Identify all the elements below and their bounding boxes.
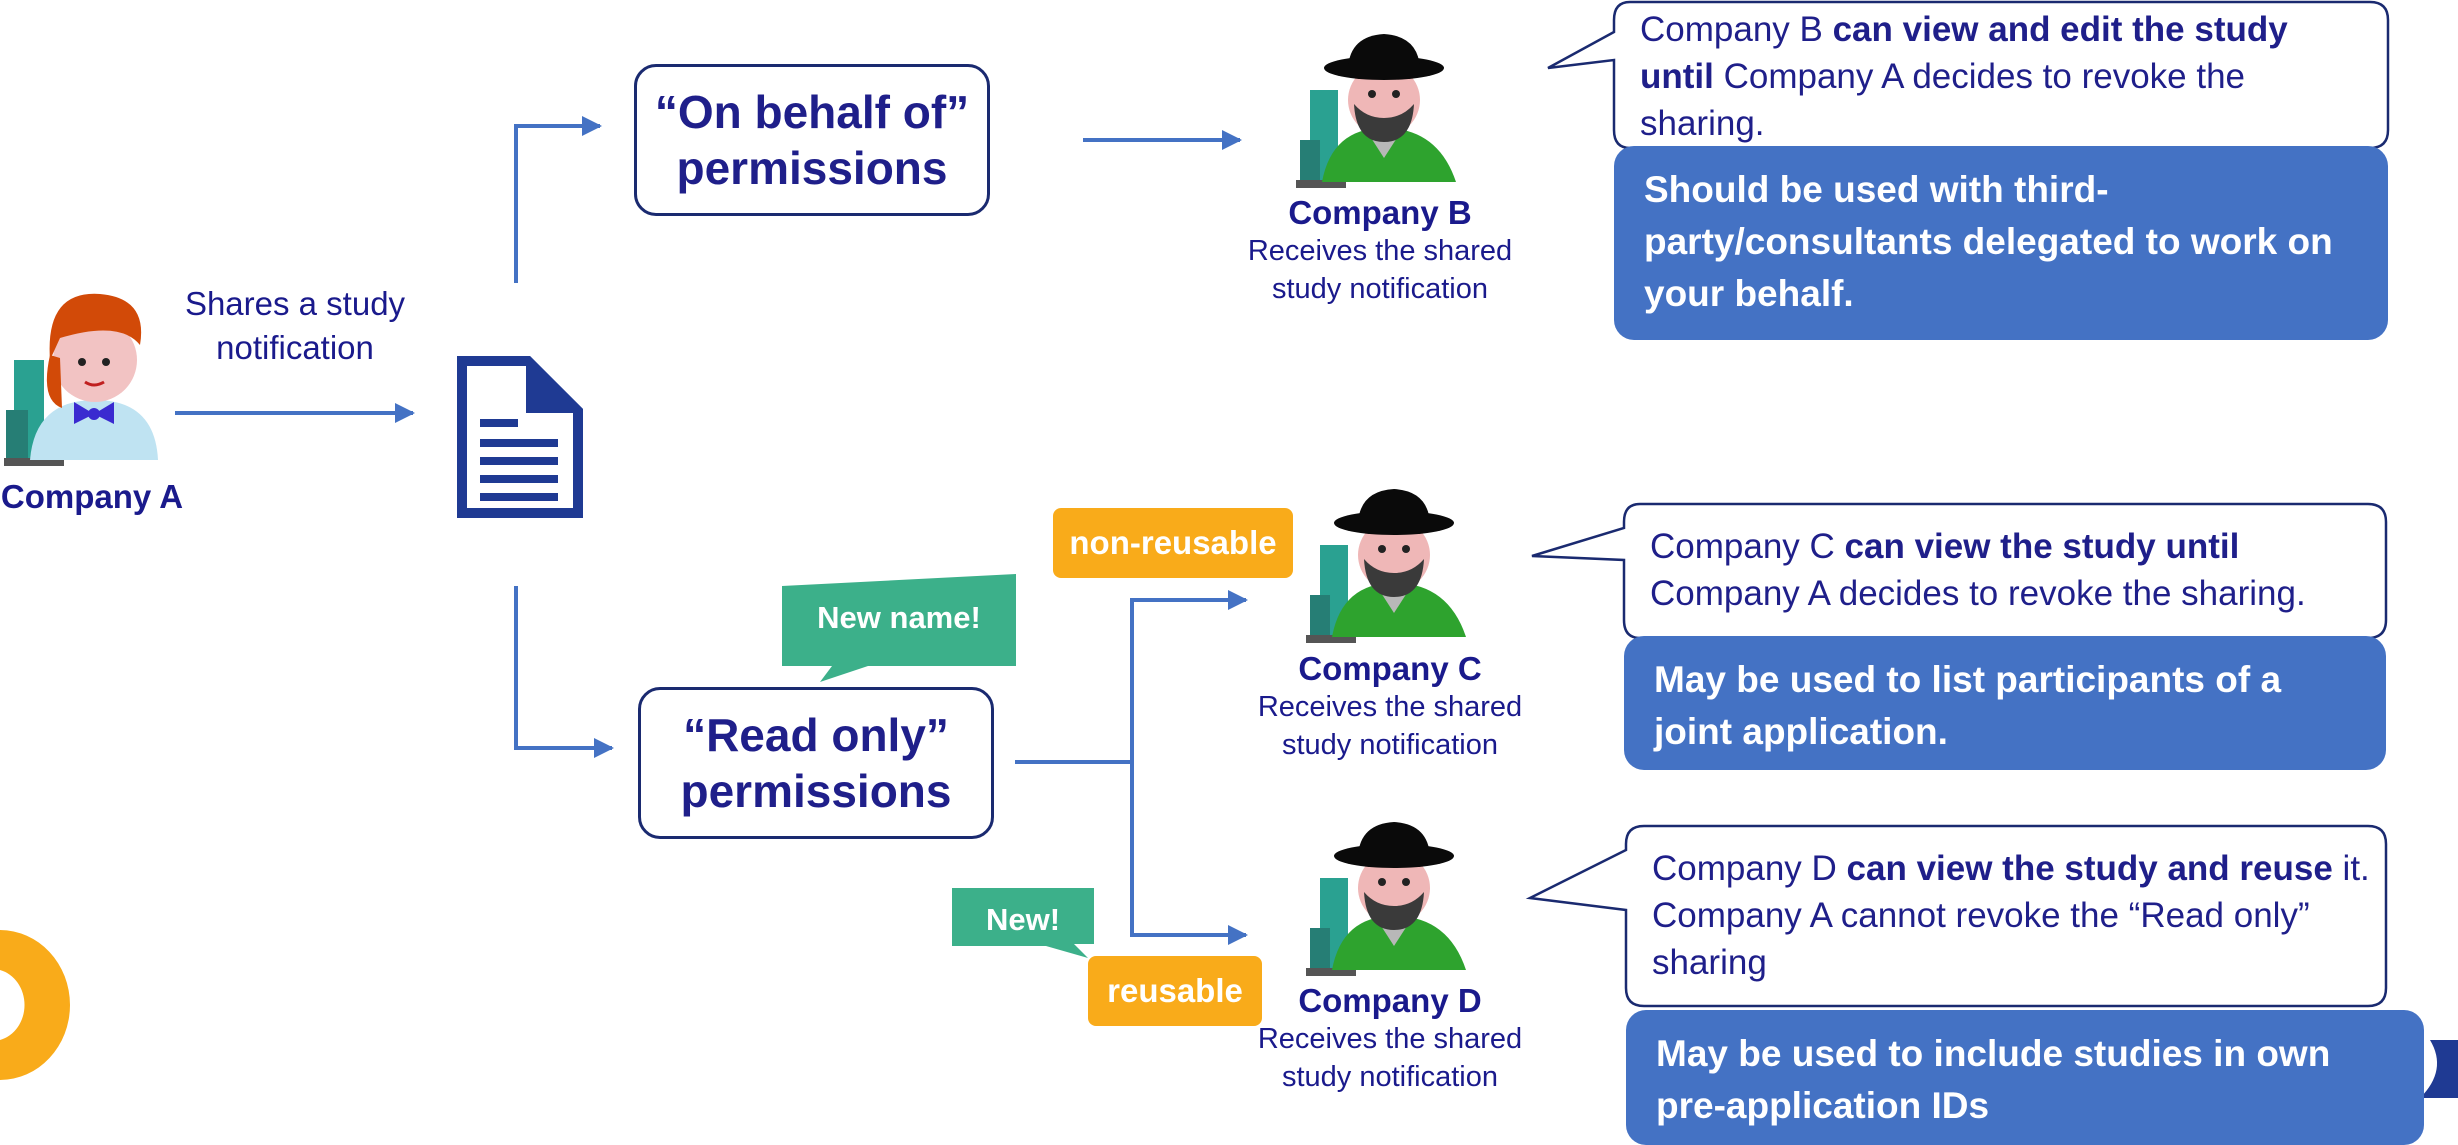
company-c-usage-box: May be used to list participants of a jo… [1624, 636, 2386, 770]
company-d-label: Company D Receives the shared study noti… [1240, 982, 1540, 1096]
on-behalf-permissions-box: “On behalf of” permissions [634, 64, 990, 216]
share-label-line2: notification [216, 329, 374, 366]
read-only-line2: permissions [680, 765, 952, 817]
company-d-avatar [1306, 822, 1466, 976]
non-reusable-badge: non-reusable [1053, 508, 1293, 578]
corner-ring-decoration [0, 930, 70, 1080]
company-c-name: Company C [1298, 650, 1482, 687]
company-d-sub1: Receives the shared [1257, 1023, 1523, 1055]
company-c-callout-t2: can view the study until [1844, 527, 2240, 566]
new-tag-shape [952, 888, 1094, 958]
company-d-callout-t4: Company A cannot revoke the “Read only” [1652, 896, 2310, 935]
document-icon [457, 356, 583, 518]
company-a-avatar [4, 293, 158, 466]
company-b-sub1: Receives the shared [1247, 235, 1513, 267]
company-b-usage-line3: your behalf. [1644, 273, 1854, 314]
company-d-callout: Company D can view the study and reuse i… [1652, 845, 2382, 986]
company-d-callout-t3: it. [2332, 849, 2370, 888]
company-c-label: Company C Receives the shared study noti… [1240, 650, 1540, 764]
company-c-sub1: Receives the shared [1257, 691, 1523, 723]
company-b-callout: Company B can view and edit the study un… [1640, 6, 2380, 147]
company-d-usage-box: May be used to include studies in own pr… [1626, 1010, 2424, 1145]
company-b-name: Company B [1288, 194, 1472, 231]
company-b-label: Company B Receives the shared study noti… [1230, 194, 1530, 308]
company-c-callout-t3: Company A decides to revoke the sharing. [1650, 574, 2306, 613]
company-b-sub2: study notification [1271, 273, 1488, 305]
callout-d-outline [1525, 824, 2388, 1008]
new-name-tag: New name! [817, 600, 981, 635]
on-behalf-line1: “On behalf of” [654, 86, 970, 138]
company-b-callout-t3: until [1640, 57, 1714, 96]
company-b-usage-line1: Should be used with third- [1644, 169, 2109, 210]
reusable-badge: reusable [1088, 956, 1262, 1026]
on-behalf-line2: permissions [676, 142, 948, 194]
company-b-callout-t4: Company A decides to revoke the [1713, 57, 2246, 96]
arrow-to-read-only [514, 586, 614, 758]
company-d-callout-t2: can view the study and reuse [1846, 849, 2333, 888]
company-c-avatar [1306, 489, 1466, 643]
new-tag: New! [985, 902, 1061, 937]
company-b-usage-line2: party/consultants delegated to work on [1644, 221, 2333, 262]
share-label-line1: Shares a study [184, 285, 406, 322]
company-b-callout-t5: sharing. [1640, 104, 1765, 143]
company-b-usage-box: Should be used with third- party/consult… [1614, 146, 2388, 340]
arrow-to-on-behalf [514, 116, 602, 283]
arrow-to-company-c [1130, 590, 1248, 762]
company-d-usage-line2: pre-application IDs [1656, 1085, 1990, 1126]
company-d-callout-t5: sharing [1652, 943, 1767, 982]
share-label: Shares a study notification [160, 282, 430, 370]
company-a-name: Company A [0, 478, 184, 515]
read-only-line1: “Read only” [683, 709, 949, 761]
company-c-usage-line2: joint application. [1654, 711, 1948, 752]
arrow-to-company-d [1130, 762, 1248, 945]
company-d-sub2: study notification [1281, 1061, 1498, 1093]
company-b-callout-t2: can view and edit the study [1832, 10, 2288, 49]
company-c-callout: Company C can view the study until Compa… [1650, 523, 2380, 617]
company-c-sub2: study notification [1281, 729, 1498, 761]
company-c-usage-line1: May be used to list participants of a [1654, 659, 2282, 700]
company-d-callout-t1: Company D [1652, 849, 1847, 888]
company-d-usage-line1: May be used to include studies in own [1656, 1033, 2331, 1074]
new-name-tag-shape [782, 574, 1016, 682]
company-d-name: Company D [1298, 982, 1482, 1019]
company-b-callout-t1: Company B [1640, 10, 1833, 49]
read-only-permissions-box: “Read only” permissions [638, 687, 994, 839]
company-c-callout-t1: Company C [1650, 527, 1845, 566]
corner-swoosh-decoration [2420, 1040, 2458, 1098]
company-b-avatar [1296, 34, 1456, 188]
